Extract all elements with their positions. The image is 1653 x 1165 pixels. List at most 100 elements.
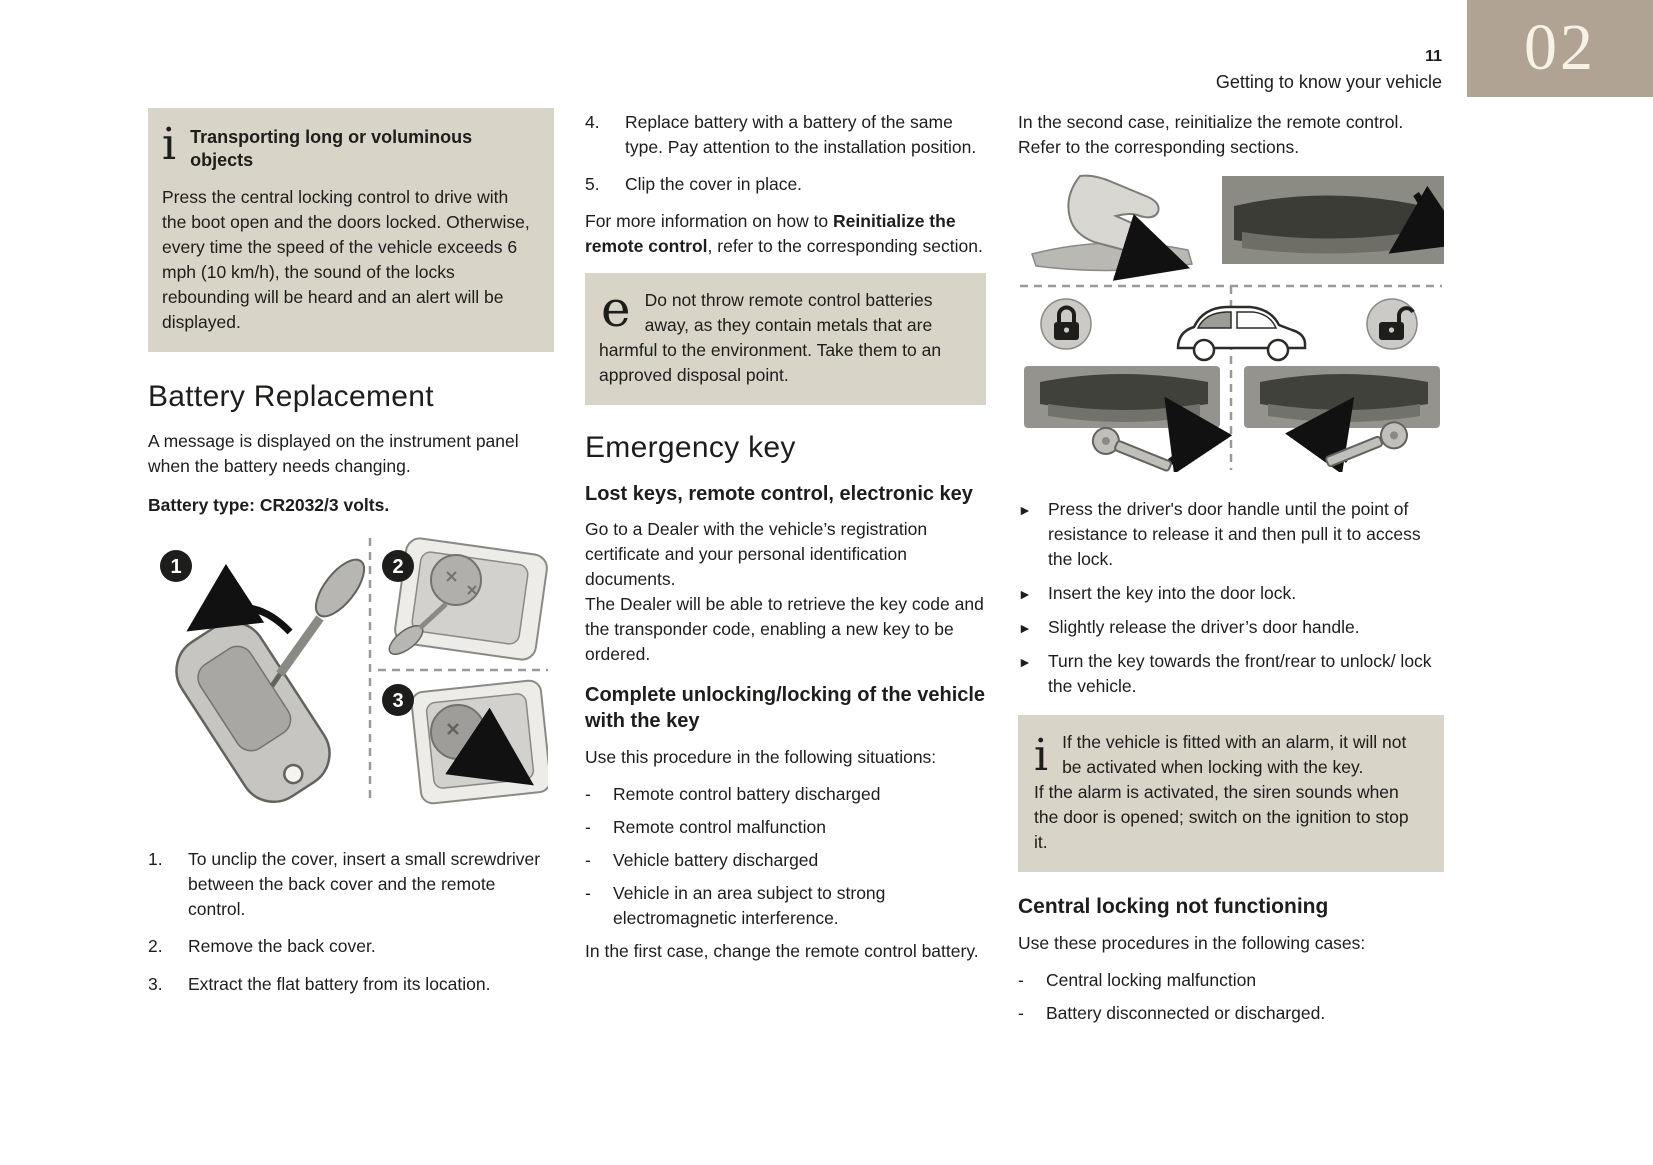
- battery-steps-1-3: 1. To unclip the cover, insert a small s…: [148, 847, 554, 996]
- list-item-text: Vehicle in an area subject to strong ele…: [613, 882, 886, 928]
- chapter-tab: 02: [1467, 0, 1653, 97]
- key-procedure-list: ► Press the driver's door handle until t…: [1018, 497, 1444, 699]
- step-text: Clip the cover in place.: [625, 174, 803, 195]
- info-box-title: Transporting long or voluminous objects: [190, 127, 473, 171]
- dash-bullet: -: [585, 783, 591, 804]
- dash-bullet: -: [585, 849, 591, 870]
- heading-battery-replacement: Battery Replacement: [148, 379, 434, 413]
- key-icon-left: [1091, 426, 1172, 472]
- screwdriver-icon: [269, 559, 366, 688]
- info-icon: i: [162, 119, 177, 170]
- cases-list: - Central locking malfunction - Battery …: [1018, 968, 1444, 1026]
- step-text: Extract the flat battery from its locati…: [188, 973, 491, 994]
- door-handle-key-left: [1024, 366, 1233, 475]
- battery-type: Battery type: CR2032/3 volts.: [148, 495, 390, 516]
- arrow-bullet-icon: ►: [1018, 502, 1032, 519]
- step-number: 1.: [148, 849, 163, 870]
- key-locking-figure: [1018, 170, 1467, 479]
- dash-bullet: -: [585, 882, 591, 903]
- arrow-bullet-icon: ►: [1018, 654, 1032, 671]
- lost-keys-paragraph-2: The Dealer will be able to retrieve the …: [585, 594, 984, 665]
- reinitialize-paragraph: For more information on how to Reinitial…: [585, 209, 986, 259]
- list-item: - Remote control battery discharged: [585, 782, 986, 807]
- list-item: - Battery disconnected or discharged.: [1018, 1001, 1444, 1026]
- arrow-bullet-icon: ►: [1018, 586, 1032, 603]
- info-icon: i: [1034, 730, 1049, 782]
- list-item: 5. Clip the cover in place.: [585, 172, 986, 197]
- list-item: - Remote control malfunction: [585, 815, 986, 840]
- recycle-note-text: Do not throw remote control batteries aw…: [599, 290, 942, 386]
- section-title: Getting to know your vehicle: [1215, 72, 1442, 92]
- list-item: 1. To unclip the cover, insert a small s…: [148, 847, 554, 922]
- key-fob: [175, 621, 331, 804]
- list-item-text: Turn the key towards the front/rear to u…: [1048, 651, 1432, 697]
- step2-marker: [382, 550, 414, 583]
- dash-bullet: -: [1018, 1003, 1024, 1024]
- reinit-text-post: , refer to the corresponding section.: [707, 236, 983, 257]
- dash-bullet: -: [585, 816, 591, 837]
- list-item-text: Battery disconnected or discharged.: [1046, 1003, 1326, 1024]
- list-item-text: Central locking malfunction: [1046, 970, 1257, 991]
- list-item-text: Slightly release the driver’s door handl…: [1048, 617, 1360, 638]
- list-item: 4. Replace battery with a battery of the…: [585, 110, 986, 160]
- step-text: To unclip the cover, insert a small scre…: [188, 849, 541, 920]
- recycle-icon: e: [601, 280, 631, 339]
- list-item-text: Remote control malfunction: [613, 816, 827, 837]
- list-item-text: Remote control battery discharged: [613, 783, 881, 804]
- list-item: ► Press the driver's door handle until t…: [1018, 497, 1444, 572]
- info-box-alarm: i If the vehicle is fitted with an alarm…: [1018, 715, 1444, 873]
- step-text: Remove the back cover.: [188, 936, 376, 957]
- subheading-complete-unlocking: Complete unlocking/locking of the vehicl…: [585, 684, 986, 732]
- step-number: 2.: [148, 936, 163, 957]
- info-box-body: Press the central locking control to dri…: [162, 186, 530, 332]
- lost-keys-paragraph-1: Go to a Dealer with the vehicle’s regist…: [585, 519, 928, 590]
- battery-compartment: [388, 537, 548, 661]
- reinit-text-pre: For more information on how to: [585, 211, 834, 232]
- step-number: 3.: [148, 973, 163, 994]
- step-text: Replace battery with a battery of the sa…: [625, 112, 977, 158]
- list-item-text: Press the driver's door handle until the…: [1048, 499, 1421, 570]
- battery-intro: A message is displayed on the instrument…: [148, 431, 519, 477]
- step-number: 5.: [585, 174, 600, 195]
- lock-open-icon: [1366, 298, 1418, 350]
- hand-pressing-icon: [1031, 174, 1193, 281]
- battery-replacement-figure: 1 2: [148, 534, 554, 813]
- column-right: In the second case, reinitialize the rem…: [1018, 110, 1467, 1034]
- info-box-header: i Transporting long or voluminous object…: [162, 119, 536, 173]
- list-item: 2. Remove the back cover.: [148, 934, 554, 959]
- unclip-arrow: [186, 564, 293, 635]
- heading-emergency-key: Emergency key: [585, 431, 796, 465]
- second-case-paragraph-2: Refer to the corresponding sections.: [1018, 137, 1300, 158]
- step2-label: 2: [392, 556, 403, 578]
- battery-steps-4-5: 4. Replace battery with a battery of the…: [585, 110, 986, 197]
- door-handle-photo: [1222, 176, 1467, 265]
- situations-intro: Use this procedure in the following situ…: [585, 746, 937, 767]
- cases-intro: Use these procedures in the following ca…: [1018, 933, 1366, 954]
- recycle-note-box: e Do not throw remote control batteries …: [585, 273, 986, 406]
- reinit-text-bold: Reinitialize the remote control: [585, 211, 956, 257]
- list-item: - Vehicle battery discharged: [585, 848, 986, 873]
- step-number: 4.: [585, 112, 600, 132]
- lock-closed-icon: [1040, 298, 1092, 350]
- door-handle-key-right: [1244, 366, 1440, 475]
- list-item-text: Vehicle battery discharged: [613, 849, 819, 870]
- list-item: - Central locking malfunction: [1018, 968, 1444, 993]
- step3-marker: [382, 684, 414, 717]
- flat-battery: [410, 680, 552, 805]
- extract-arrow: [445, 708, 534, 786]
- step3-label: 3: [392, 690, 403, 712]
- alarm-note-line-2: If the alarm is activated, the siren sou…: [1034, 782, 1409, 853]
- dash-bullet: -: [1018, 970, 1024, 991]
- list-item: ► Turn the key towards the front/rear to…: [1018, 649, 1444, 699]
- key-icon-right: [1325, 421, 1408, 468]
- car-side-icon: [1176, 305, 1307, 362]
- step1-label: 1: [170, 556, 181, 578]
- second-case-paragraph-1: In the second case, reinitialize the rem…: [1018, 112, 1404, 132]
- list-item: 3. Extract the flat battery from its loc…: [148, 972, 554, 997]
- alarm-note-line-1: If the vehicle is fitted with an alarm, …: [1062, 732, 1407, 778]
- situations-list: - Remote control battery discharged - Re…: [585, 782, 986, 931]
- list-item-text: Insert the key into the door lock.: [1048, 583, 1297, 604]
- first-case-paragraph: In the first case, change the remote con…: [585, 940, 979, 961]
- column-middle: 4. Replace battery with a battery of the…: [585, 110, 986, 978]
